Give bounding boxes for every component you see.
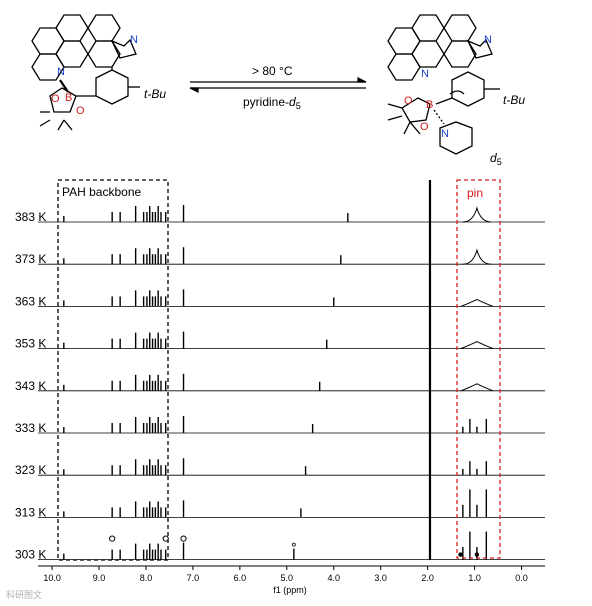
right-d5-label: d5 — [490, 151, 502, 167]
temperature-labels: 383 K 373 K 363 K 353 K 343 K 333 K 323 K 313 K… — [15, 210, 46, 562]
left-molecule — [31, 14, 140, 131]
pah-backbone-label: PAH backbone — [62, 185, 141, 199]
x-tick-label: 7.0 — [187, 573, 200, 583]
left-n2-label: N — [130, 34, 138, 46]
x-tick-label: 10.0 — [43, 573, 61, 583]
condition-temperature: > 80 °C — [252, 64, 293, 78]
right-tbu-label: t-Bu — [503, 93, 525, 107]
left-n-label: N — [57, 66, 65, 78]
filled-dot-marker — [458, 552, 463, 557]
spectrum-trace — [38, 331, 545, 350]
nmr-spectra — [38, 205, 545, 560]
temperature-label: 383 K — [15, 210, 46, 224]
right-molecule — [387, 14, 500, 155]
x-tick-label: 9.0 — [93, 573, 106, 583]
right-b-label: B — [426, 99, 433, 111]
small-circle-marker — [291, 542, 296, 547]
right-n2-label: N — [484, 34, 492, 46]
temperature-label: 373 K — [15, 252, 46, 266]
x-tick-label: 3.0 — [374, 573, 387, 583]
spectrum-trace — [38, 489, 545, 518]
temperature-label: 333 K — [15, 421, 46, 435]
pah-backbone-box — [57, 179, 169, 561]
temperature-label: 343 K — [15, 379, 46, 393]
right-o2-label: O — [420, 121, 429, 133]
temperature-label: 363 K — [15, 294, 46, 308]
x-tick-label: 4.0 — [327, 573, 340, 583]
spectrum-trace — [38, 373, 545, 392]
right-pyridine-n-label: N — [441, 128, 449, 140]
open-circle-marker — [162, 535, 169, 542]
spectrum-trace — [38, 458, 545, 476]
pin-peak — [462, 206, 491, 223]
x-axis-label: f1 (ppm) — [273, 585, 307, 595]
pin-peak — [460, 341, 494, 350]
x-tick-label: 5.0 — [281, 573, 294, 583]
left-tbu-label: t-Bu — [144, 87, 166, 101]
x-tick-label: 6.0 — [234, 573, 247, 583]
x-tick-label: 2.0 — [421, 573, 434, 583]
temperature-label: 323 K — [15, 463, 46, 477]
x-axis-ticks: 10.0 9.0 8.0 7.0 6.0 5.0 4.0 3.0 2.0 1.0 0.0 — [43, 566, 528, 583]
pin-peak — [462, 248, 491, 265]
spectrum-trace — [38, 416, 545, 434]
pin-peak — [460, 383, 494, 392]
pin-label: pin — [467, 186, 483, 200]
spectrum-trace — [38, 531, 545, 560]
spectrum-trace — [38, 289, 545, 307]
open-circle-marker — [180, 535, 187, 542]
open-circle-marker — [109, 535, 116, 542]
right-n-label: N — [421, 68, 429, 80]
x-tick-label: 8.0 — [140, 573, 153, 583]
right-o-label: O — [404, 95, 413, 107]
pin-peak — [460, 298, 494, 307]
spectrum-trace — [38, 247, 545, 265]
x-tick-label: 1.0 — [468, 573, 481, 583]
temperature-label: 303 K — [15, 548, 46, 562]
temperature-label: 313 K — [15, 505, 46, 519]
equilibrium-arrows — [189, 77, 367, 93]
peak-annotations — [109, 535, 480, 557]
x-tick-label: 0.0 — [515, 573, 528, 583]
condition-solvent: pyridine-d5 — [243, 95, 301, 111]
spectrum-trace — [38, 205, 545, 223]
filled-dot-marker — [474, 552, 480, 557]
left-o-label: O — [76, 105, 85, 117]
temperature-label: 353 K — [15, 337, 46, 351]
pin-box — [456, 179, 501, 559]
left-b-label: B — [65, 92, 72, 104]
left-o2-label: O — [51, 93, 60, 105]
watermark: 科研图文 — [6, 589, 42, 600]
